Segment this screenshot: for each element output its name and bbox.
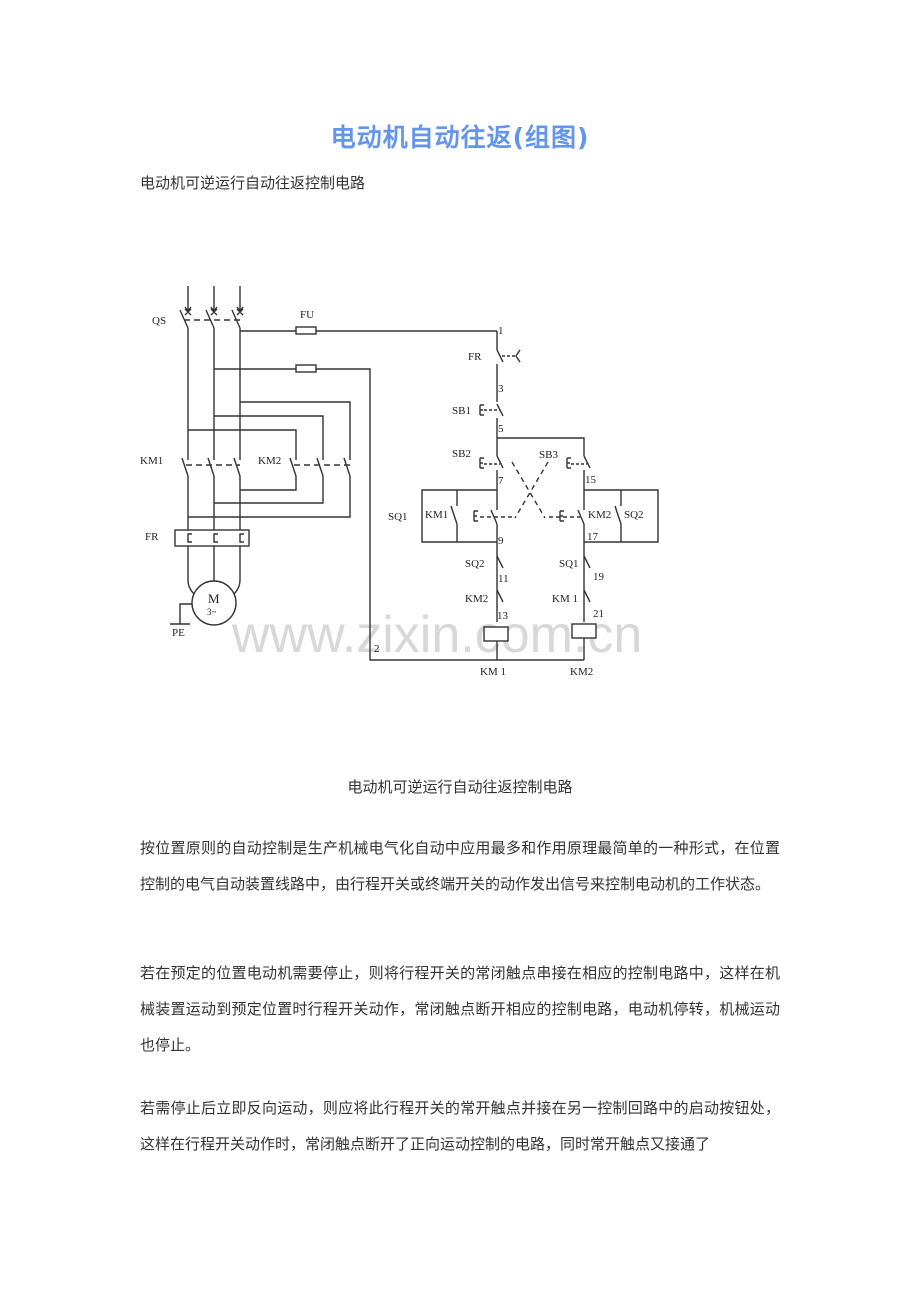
svg-text:KM 1: KM 1 bbox=[552, 593, 578, 605]
paragraph-1: 按位置原则的自动控制是生产机械电气化自动中应用最多和作用原理最简单的一种形式，在… bbox=[140, 839, 780, 893]
svg-text:3: 3 bbox=[498, 383, 504, 395]
svg-text:FU: FU bbox=[300, 309, 314, 321]
svg-text:SQ2: SQ2 bbox=[465, 558, 485, 570]
svg-text:5: 5 bbox=[498, 423, 504, 435]
sb1-button-icon bbox=[479, 404, 484, 416]
svg-text:2: 2 bbox=[374, 643, 380, 655]
svg-text:1: 1 bbox=[498, 325, 504, 337]
svg-text:SQ1: SQ1 bbox=[388, 511, 408, 523]
paragraph-3: 若需停止后立即反向运动，则应将此行程开关的常开触点并接在另一控制回路中的启动按钮… bbox=[140, 1099, 780, 1153]
svg-text:SB1: SB1 bbox=[452, 405, 471, 417]
svg-text:KM2: KM2 bbox=[588, 509, 611, 521]
ground-icon bbox=[179, 603, 192, 624]
svg-text:13: 13 bbox=[497, 610, 509, 622]
km1-contacts-icon bbox=[181, 457, 241, 477]
sb2-button-icon bbox=[479, 457, 484, 469]
svg-text:KM1: KM1 bbox=[140, 455, 163, 467]
svg-text:SQ1: SQ1 bbox=[559, 558, 579, 570]
svg-text:KM2: KM2 bbox=[465, 593, 488, 605]
coil-km1-icon bbox=[483, 626, 509, 642]
svg-text:KM2: KM2 bbox=[258, 455, 281, 467]
motor-icon bbox=[191, 580, 237, 626]
page-title: 电动机自动往返(组图) bbox=[330, 123, 590, 152]
svg-text:17: 17 bbox=[587, 531, 599, 543]
thermal-relay-icon bbox=[174, 529, 250, 547]
circuit-diagram: www.zixin.com.cn QS FU KM1 KM2 FR M 3~ bbox=[140, 286, 659, 678]
svg-text:SB2: SB2 bbox=[452, 448, 471, 460]
svg-text:3~: 3~ bbox=[207, 607, 217, 617]
svg-text:KM1: KM1 bbox=[425, 509, 448, 521]
svg-text:15: 15 bbox=[585, 474, 597, 486]
coil-km2-icon bbox=[571, 623, 597, 639]
km2-contacts-icon bbox=[289, 457, 351, 477]
sb3-button-icon bbox=[566, 457, 571, 469]
svg-text:QS: QS bbox=[152, 315, 166, 327]
svg-text:11: 11 bbox=[498, 573, 509, 585]
svg-text:KM 1: KM 1 bbox=[480, 666, 506, 678]
thermal-contact-icon bbox=[515, 349, 521, 363]
fuse-icon bbox=[295, 364, 317, 373]
svg-text:9: 9 bbox=[498, 535, 504, 547]
svg-text:M: M bbox=[208, 591, 220, 606]
svg-text:PE: PE bbox=[172, 627, 185, 639]
subtitle: 电动机可逆运行自动往返控制电路 bbox=[140, 174, 366, 192]
figure-caption: 电动机可逆运行自动往返控制电路 bbox=[347, 778, 573, 796]
svg-text:SQ2: SQ2 bbox=[624, 509, 644, 521]
svg-text:19: 19 bbox=[593, 571, 605, 583]
svg-text:KM2: KM2 bbox=[570, 666, 593, 678]
svg-text:SB3: SB3 bbox=[539, 449, 558, 461]
paragraph-2: 若在预定的位置电动机需要停止，则将行程开关的常闭触点串接在相应的控制电路中，这样… bbox=[140, 964, 780, 1054]
svg-text:FR: FR bbox=[145, 531, 159, 543]
svg-text:7: 7 bbox=[498, 475, 504, 487]
power-input-arrows-icon bbox=[184, 286, 244, 313]
svg-text:FR: FR bbox=[468, 351, 482, 363]
qs-switch-icon bbox=[179, 308, 244, 329]
fuse-icon bbox=[295, 326, 317, 335]
svg-text:21: 21 bbox=[593, 608, 604, 620]
